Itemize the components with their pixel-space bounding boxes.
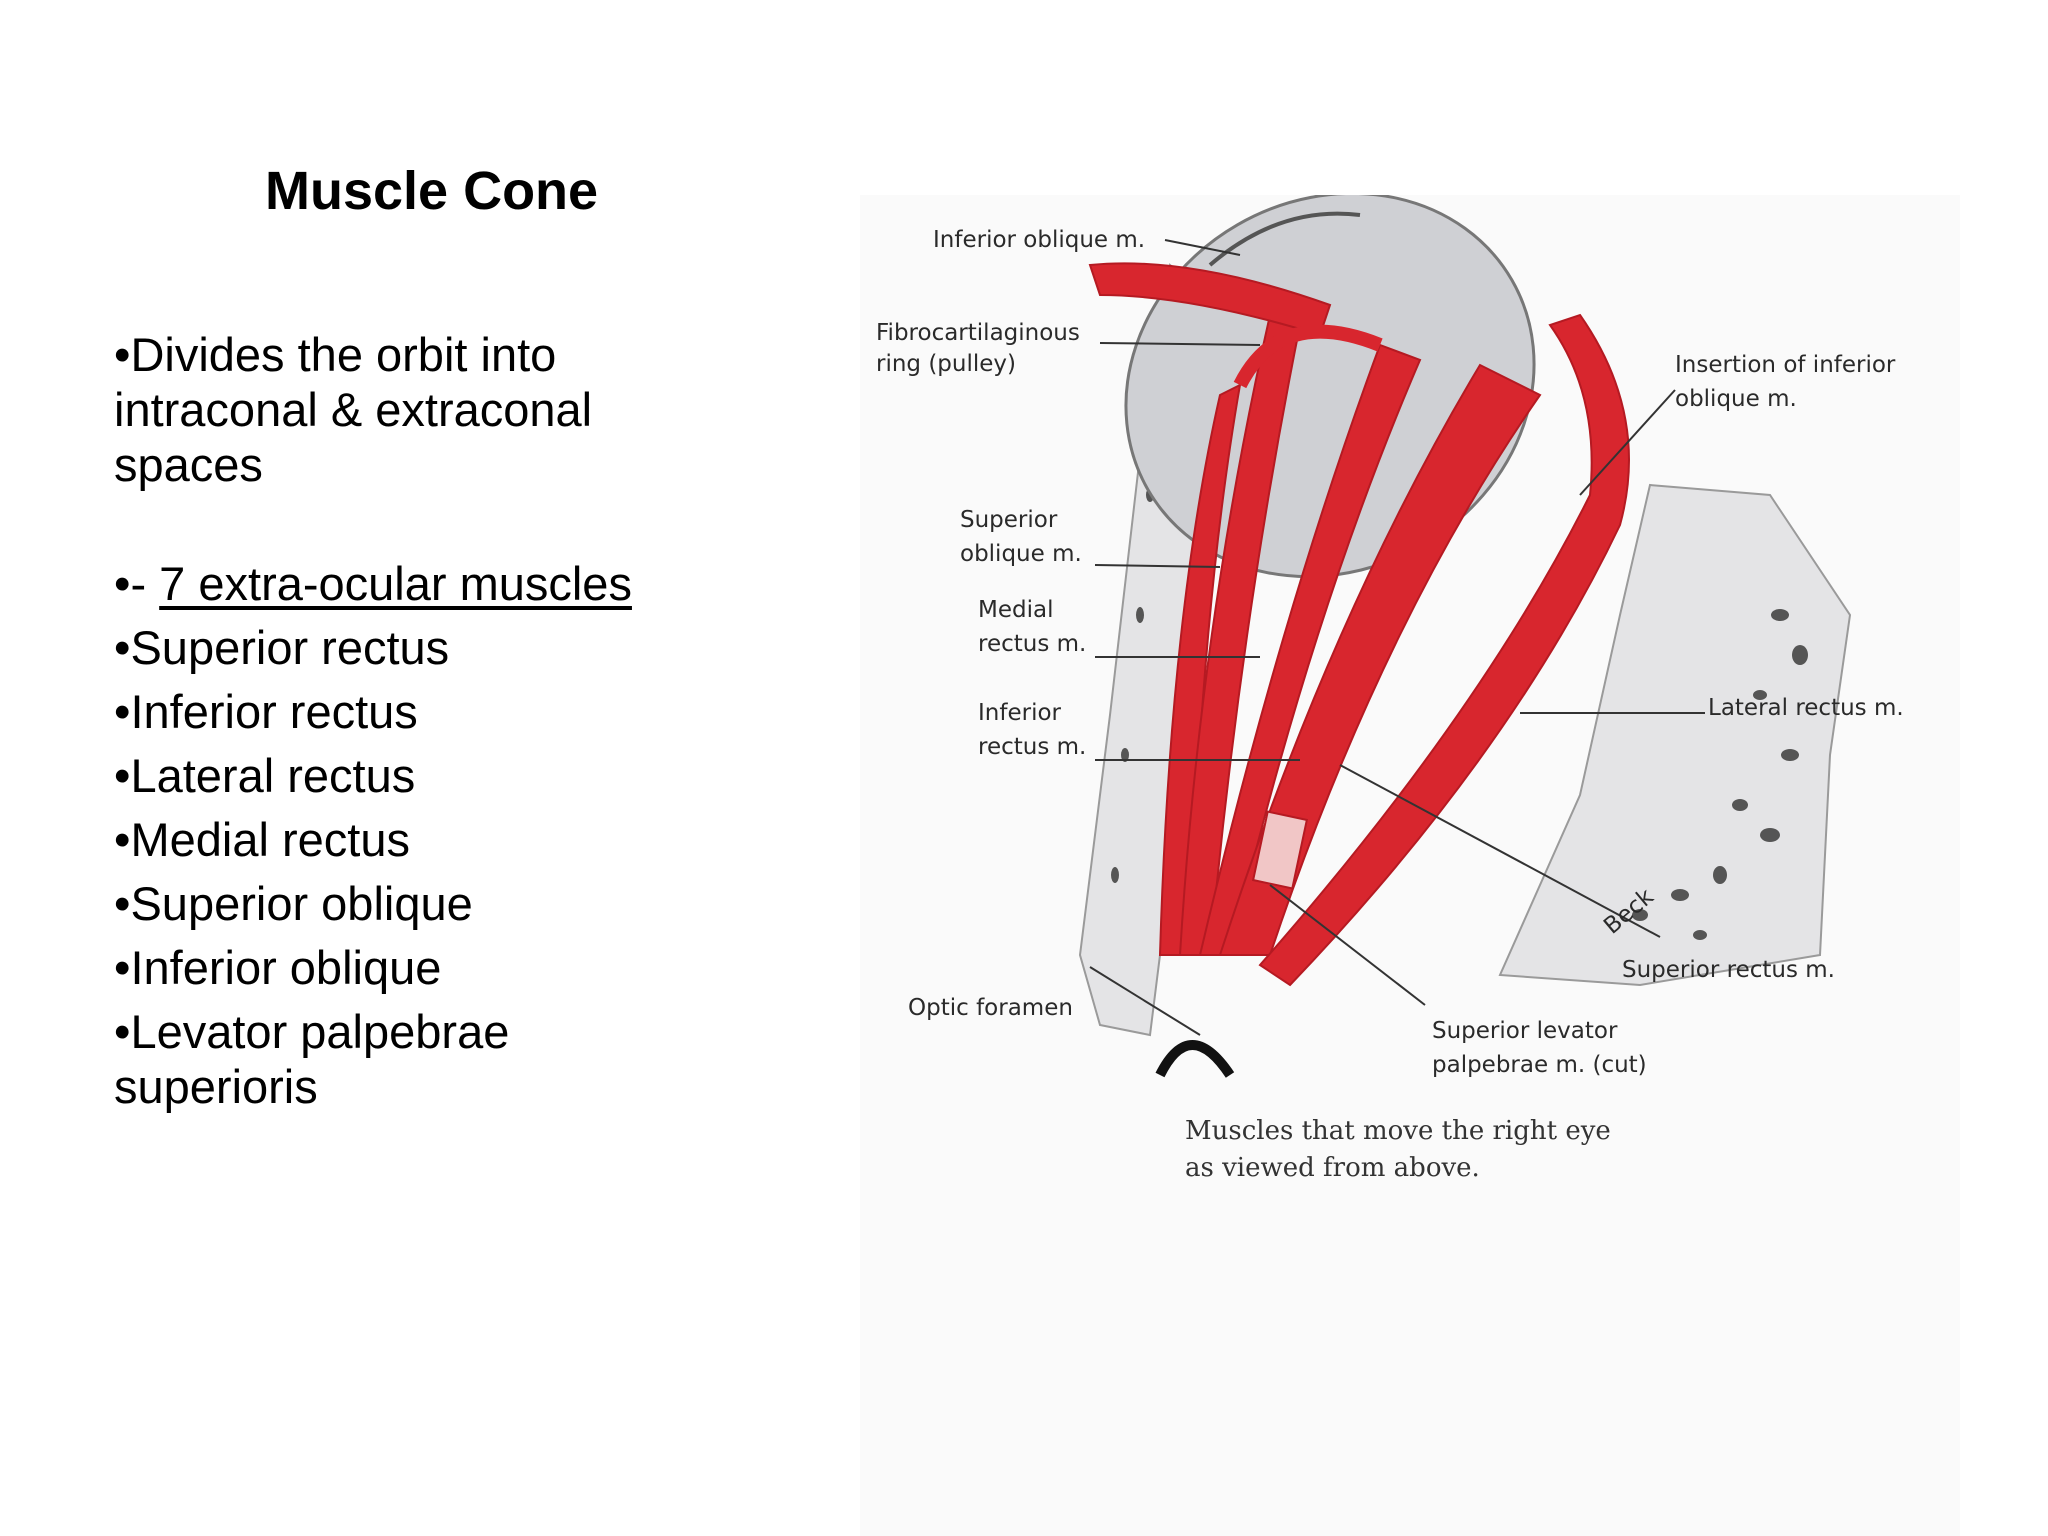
lateral-rectus-muscle xyxy=(1258,313,1630,987)
label-levator-2: palpebrae m. (cut) xyxy=(1432,1052,1647,1078)
bullet-list: •Divides the orbit into intraconal & ext… xyxy=(114,327,714,1123)
superior-rectus-muscle xyxy=(1218,363,1542,956)
eye-muscle-figure: Inferior oblique m. Fibrocartilaginous r… xyxy=(860,195,1960,1536)
list-heading-text: 7 extra-ocular muscles xyxy=(159,557,632,610)
label-superior-rectus: Superior rectus m. xyxy=(1622,957,1835,983)
list-item: •Inferior oblique xyxy=(114,941,442,994)
lateral-orbit-wall xyxy=(1498,483,1852,987)
list-item: •Inferior rectus xyxy=(114,685,418,738)
label-insertion-2: oblique m. xyxy=(1675,386,1797,412)
label-superior-oblique-1: Superior xyxy=(960,507,1058,533)
muscle-list: •- 7 extra-ocular muscles •Superior rect… xyxy=(114,556,714,1114)
label-lateral-rectus: Lateral rectus m. xyxy=(1708,695,1904,721)
label-inferior-oblique: Inferior oblique m. xyxy=(933,227,1145,253)
list-item: •Levator palpebrae superioris xyxy=(114,1005,510,1113)
inferior-rectus-muscle xyxy=(1198,343,1422,956)
list-item: •Superior rectus xyxy=(114,621,450,674)
optic-foramen xyxy=(1155,1040,1235,1078)
figure-caption-line-1: Muscles that move the right eye xyxy=(1185,1116,1611,1146)
figure-caption-line-2: as viewed from above. xyxy=(1185,1153,1480,1183)
label-medial-rectus-1: Medial xyxy=(978,597,1053,623)
list-item: •Superior oblique xyxy=(114,877,473,930)
label-levator-1: Superior levator xyxy=(1432,1018,1618,1044)
label-fibro-2: ring (pulley) xyxy=(876,351,1016,377)
label-fibro-1: Fibrocartilaginous xyxy=(876,320,1080,346)
slide-title: Muscle Cone xyxy=(265,161,599,221)
levator-cut-end xyxy=(1251,810,1309,890)
label-inferior-rectus-2: rectus m. xyxy=(978,734,1086,760)
label-insertion-1: Insertion of inferior xyxy=(1675,352,1896,378)
eye-muscle-illustration: Inferior oblique m. Fibrocartilaginous r… xyxy=(876,195,1904,1183)
intro-bullet: •Divides the orbit into intraconal & ext… xyxy=(114,328,593,491)
label-optic-foramen: Optic foramen xyxy=(908,995,1073,1021)
label-medial-rectus-2: rectus m. xyxy=(978,631,1086,657)
list-prefix: •- xyxy=(114,557,160,610)
superior-oblique-tendon xyxy=(1233,324,1383,389)
list-item: •Medial rectus xyxy=(114,813,410,866)
list-heading: •- 7 extra-ocular muscles xyxy=(114,556,714,611)
leader-lines xyxy=(1089,239,1705,1036)
label-superior-oblique-2: oblique m. xyxy=(960,541,1082,567)
label-inferior-rectus-1: Inferior xyxy=(978,700,1062,726)
list-item: •Lateral rectus xyxy=(114,749,416,802)
